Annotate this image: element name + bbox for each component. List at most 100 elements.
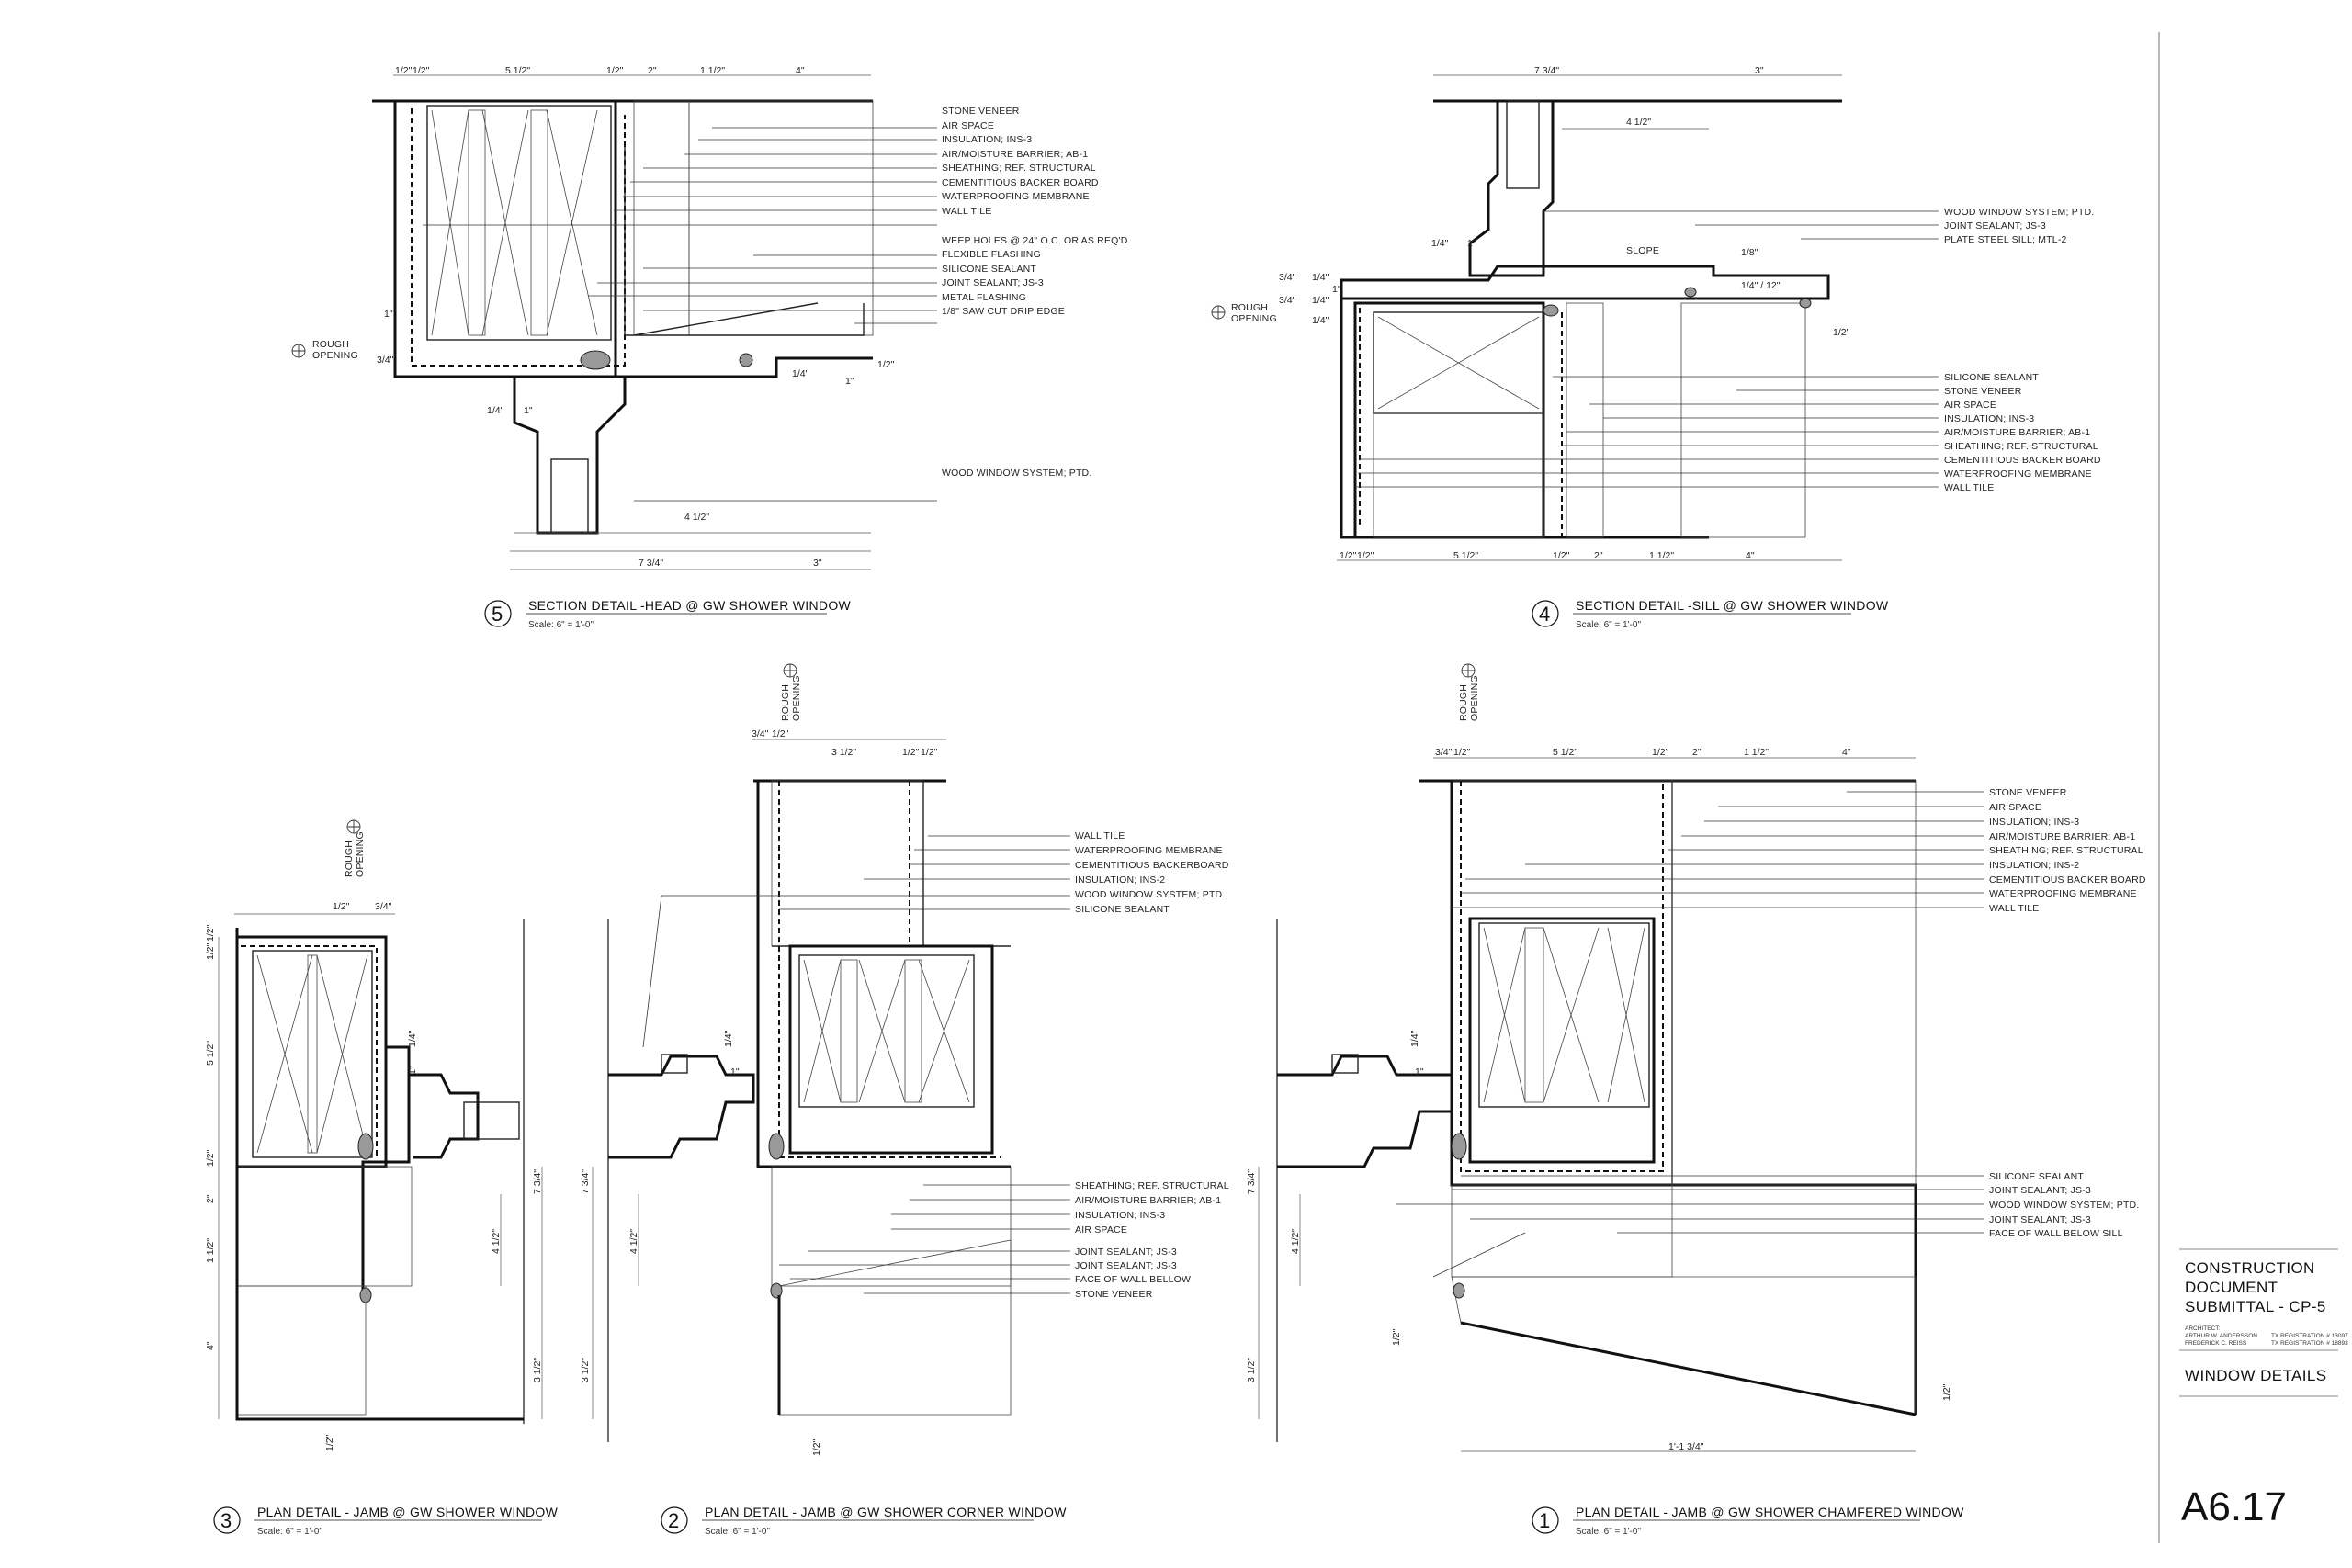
svg-text:STONE VENEER: STONE VENEER bbox=[1989, 787, 2067, 798]
svg-text:2": 2" bbox=[1692, 747, 1702, 758]
d4-top-dim-2: 3" bbox=[1755, 65, 1764, 76]
svg-text:STONE VENEER: STONE VENEER bbox=[942, 106, 1020, 117]
svg-text:7 3/4": 7 3/4" bbox=[532, 1169, 543, 1194]
d5-inner-dim: 4 1/2" bbox=[684, 512, 709, 523]
svg-text:4 1/2": 4 1/2" bbox=[491, 1229, 502, 1254]
svg-text:FACE OF WALL BELLOW: FACE OF WALL BELLOW bbox=[1075, 1274, 1191, 1285]
title-block: CONSTRUCTION DOCUMENT SUBMITTAL - CP-5 A… bbox=[2158, 32, 2348, 1543]
svg-text:2": 2" bbox=[1594, 550, 1603, 561]
svg-text:SILICONE SEALANT: SILICONE SEALANT bbox=[1989, 1171, 2084, 1182]
d4-bottom-dims: 1/2" 1/2" 5 1/2" 1/2" 2" 1 1/2" 4" bbox=[1340, 550, 1755, 561]
svg-text:Scale: 6" = 1'-0": Scale: 6" = 1'-0" bbox=[705, 1527, 770, 1537]
d1-rough-opening: ROUGH OPENING bbox=[1458, 663, 1480, 721]
svg-text:1/4": 1/4" bbox=[487, 405, 504, 416]
status-line-3: SUBMITTAL - CP-5 bbox=[2185, 1298, 2326, 1315]
svg-text:2": 2" bbox=[648, 65, 657, 76]
status-line-1: CONSTRUCTION bbox=[2185, 1259, 2315, 1277]
svg-text:1/2": 1/2" bbox=[606, 65, 624, 76]
svg-text:3 1/2": 3 1/2" bbox=[1246, 1358, 1257, 1382]
svg-text:3/4": 3/4" bbox=[752, 728, 769, 739]
svg-text:INSULATION; INS-3: INSULATION; INS-3 bbox=[1989, 817, 2079, 828]
d1-small-dim-2: 1" bbox=[1415, 1066, 1424, 1077]
svg-text:Scale: 6" = 1'-0": Scale: 6" = 1'-0" bbox=[528, 620, 594, 630]
svg-text:AIR SPACE: AIR SPACE bbox=[942, 120, 994, 131]
svg-text:1": 1" bbox=[384, 309, 393, 320]
d3-right-dims: 7 3/4" 4 1/2" 3 1/2" bbox=[491, 1167, 543, 1419]
svg-text:PLATE STEEL SILL; MTL-2: PLATE STEEL SILL; MTL-2 bbox=[1944, 234, 2067, 245]
svg-text:JOINT SEALANT; JS-3: JOINT SEALANT; JS-3 bbox=[1075, 1260, 1177, 1271]
svg-text:1/2": 1/2" bbox=[772, 728, 789, 739]
svg-text:JOINT SEALANT; JS-3: JOINT SEALANT; JS-3 bbox=[1075, 1247, 1177, 1258]
d4-inner-dim: 4 1/2" bbox=[1626, 117, 1651, 128]
svg-text:WOOD WINDOW SYSTEM; PTD.: WOOD WINDOW SYSTEM; PTD. bbox=[942, 468, 1091, 479]
d2-small-dim-1: 1/4" bbox=[723, 1030, 734, 1047]
svg-text:7 3/4": 7 3/4" bbox=[580, 1169, 591, 1194]
svg-text:WEEP HOLES @ 24" O.C. OR AS RE: WEEP HOLES @ 24" O.C. OR AS REQ'D bbox=[942, 235, 1128, 246]
svg-text:WALL TILE: WALL TILE bbox=[1944, 482, 1995, 493]
svg-text:4": 4" bbox=[796, 65, 805, 76]
architect-label: ARCHITECT: bbox=[2185, 1325, 2220, 1332]
svg-text:CEMENTITIOUS BACKER BOARD: CEMENTITIOUS BACKER BOARD bbox=[942, 177, 1099, 188]
svg-text:AIR/MOISTURE BARRIER; AB-1: AIR/MOISTURE BARRIER; AB-1 bbox=[1075, 1195, 1221, 1206]
d1-bottom-dim-2: 1/2" bbox=[1941, 1383, 1952, 1401]
svg-text:STONE VENEER: STONE VENEER bbox=[1075, 1289, 1153, 1300]
svg-text:1/2": 1/2" bbox=[1357, 550, 1374, 561]
svg-text:1/2": 1/2" bbox=[205, 924, 216, 942]
svg-text:ROUGH: ROUGH bbox=[1231, 302, 1268, 313]
detail-4-sill-section: 7 3/4" 3" 4 1/2" 1/2" 1/2" 5 1/2" 1/2" 2… bbox=[1211, 65, 2101, 630]
svg-text:5 1/2": 5 1/2" bbox=[505, 65, 530, 76]
architect-2: FREDERICK C. REISS bbox=[2185, 1340, 2247, 1347]
d3-top-dim-1: 1/2" bbox=[333, 901, 350, 912]
d4-callouts-top: WOOD WINDOW SYSTEM; PTD. JOINT SEALANT; … bbox=[1544, 207, 2094, 245]
svg-text:PLAN DETAIL - JAMB @ GW SHOWE: PLAN DETAIL - JAMB @ GW SHOWER WINDOW bbox=[257, 1505, 559, 1519]
svg-text:2: 2 bbox=[668, 1509, 679, 1532]
detail-1-plan-chamfered: ROUGH OPENING 3/4" 1/2" 5 1/2" 1/2" 2" 1… bbox=[1246, 663, 2146, 1537]
svg-text:SHEATHING; REF. STRUCTURAL: SHEATHING; REF. STRUCTURAL bbox=[1989, 845, 2143, 856]
d3-rough-opening: ROUGH OPENING bbox=[344, 819, 366, 877]
d5-small-dims: 1" 1/2" 3/4" 1/4" 1" 1/4" 1" bbox=[377, 309, 895, 416]
svg-text:OPENING: OPENING bbox=[791, 675, 802, 721]
svg-text:ROUGH: ROUGH bbox=[344, 840, 355, 877]
svg-text:1/2": 1/2" bbox=[205, 942, 216, 960]
svg-text:1": 1" bbox=[845, 376, 854, 387]
svg-text:JOINT SEALANT; JS-3: JOINT SEALANT; JS-3 bbox=[1944, 220, 2046, 231]
svg-text:OPENING: OPENING bbox=[1469, 675, 1480, 721]
svg-text:1 1/2": 1 1/2" bbox=[1649, 550, 1674, 561]
d2-small-dim-2: 1" bbox=[730, 1066, 740, 1077]
svg-text:3 1/2": 3 1/2" bbox=[580, 1358, 591, 1382]
svg-text:1/4": 1/4" bbox=[1312, 315, 1329, 326]
svg-text:INSULATION; INS-3: INSULATION; INS-3 bbox=[1075, 1210, 1165, 1221]
svg-text:WATERPROOFING MEMBRANE: WATERPROOFING MEMBRANE bbox=[942, 191, 1090, 202]
svg-text:WATERPROOFING MEMBRANE: WATERPROOFING MEMBRANE bbox=[1944, 468, 2092, 479]
svg-text:ROUGH: ROUGH bbox=[312, 339, 349, 350]
svg-text:OPENING: OPENING bbox=[355, 831, 366, 877]
svg-text:OPENING: OPENING bbox=[1231, 313, 1277, 324]
d3-left-dims: 1/2" 1/2" 5 1/2" 1/2" 2" 1 1/2" 4" bbox=[205, 924, 220, 1419]
svg-text:AIR/MOISTURE BARRIER; AB-1: AIR/MOISTURE BARRIER; AB-1 bbox=[1944, 427, 2090, 438]
svg-text:SHEATHING; REF. STRUCTURAL: SHEATHING; REF. STRUCTURAL bbox=[1944, 441, 2098, 452]
svg-text:1/2": 1/2" bbox=[1833, 327, 1850, 338]
svg-text:1: 1 bbox=[1539, 1509, 1550, 1532]
d2-top-dims: 3/4" 1/2" 3 1/2" 1/2" 1/2" bbox=[752, 728, 938, 758]
registration-2: TX REGISTRATION # 18893 bbox=[2271, 1340, 2348, 1347]
d3-small-dim-2: 1" bbox=[407, 1066, 418, 1075]
svg-text:SECTION DETAIL -SILL @ GW SHOW: SECTION DETAIL -SILL @ GW SHOWER WINDOW bbox=[1576, 598, 1889, 613]
svg-text:INSULATION; INS-3: INSULATION; INS-3 bbox=[1944, 413, 2034, 424]
svg-text:SILICONE SEALANT: SILICONE SEALANT bbox=[1944, 372, 2039, 383]
svg-text:PLAN DETAIL - JAMB @ GW SHOWER: PLAN DETAIL - JAMB @ GW SHOWER CHAMFERED… bbox=[1576, 1505, 1964, 1519]
svg-text:CEMENTITIOUS BACKER BOARD: CEMENTITIOUS BACKER BOARD bbox=[1989, 874, 2146, 886]
svg-text:1/2": 1/2" bbox=[921, 747, 938, 758]
svg-text:1/2": 1/2" bbox=[205, 1149, 216, 1167]
svg-text:WOOD WINDOW SYSTEM; PTD.: WOOD WINDOW SYSTEM; PTD. bbox=[1075, 889, 1225, 900]
svg-text:1/4": 1/4" bbox=[1312, 272, 1329, 283]
status-line-2: DOCUMENT bbox=[2185, 1279, 2278, 1296]
svg-text:1/2": 1/2" bbox=[1453, 747, 1471, 758]
svg-text:7 3/4": 7 3/4" bbox=[1246, 1169, 1257, 1194]
svg-text:Scale: 6" = 1'-0": Scale: 6" = 1'-0" bbox=[257, 1527, 322, 1537]
svg-text:4": 4" bbox=[205, 1341, 216, 1350]
svg-text:4 1/2": 4 1/2" bbox=[628, 1229, 639, 1254]
svg-text:OPENING: OPENING bbox=[312, 350, 358, 361]
svg-text:1 1/2": 1 1/2" bbox=[205, 1238, 216, 1263]
svg-text:FLEXIBLE FLASHING: FLEXIBLE FLASHING bbox=[942, 249, 1041, 260]
